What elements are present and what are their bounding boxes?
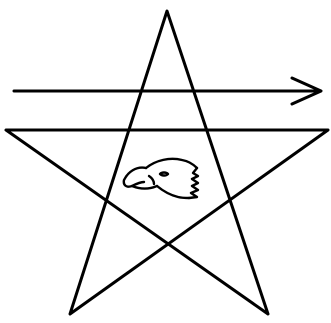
pentagram-icon bbox=[6, 11, 328, 314]
bird-head-icon bbox=[124, 159, 198, 198]
